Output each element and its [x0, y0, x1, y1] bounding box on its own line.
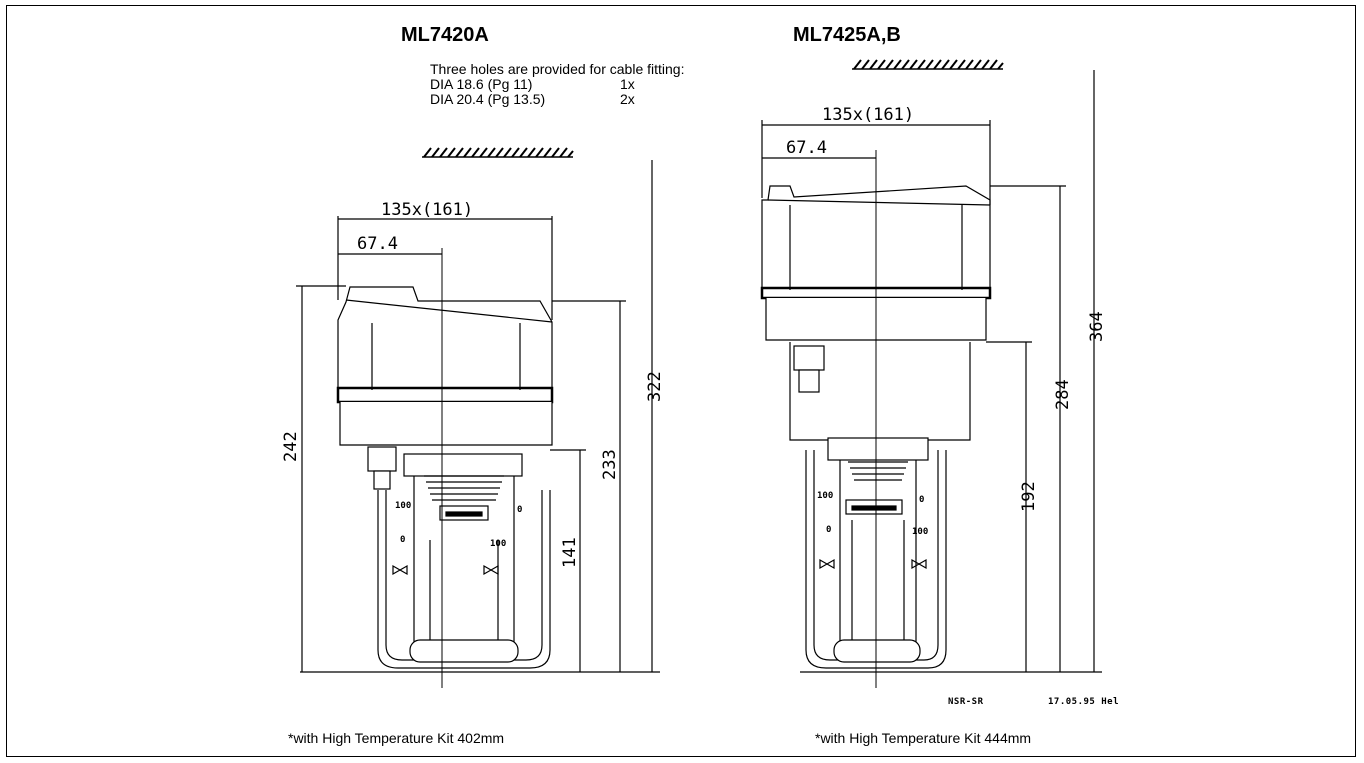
- scale-label: 0: [826, 525, 831, 535]
- right-half-width-label: 67.4: [786, 138, 827, 158]
- scale-label: 100: [817, 491, 833, 501]
- left-height-dimensions: [296, 160, 653, 672]
- scale-label: 0: [919, 495, 924, 505]
- valve-symbol-icon: [392, 564, 499, 576]
- left-dim-242: 242: [281, 431, 301, 462]
- left-dim-141: 141: [560, 537, 580, 568]
- note-line: DIA 18.6 (Pg 11) 1x: [430, 77, 750, 92]
- drawing-date: 17.05.95 Hel: [1048, 697, 1120, 707]
- note-line-text: DIA 18.6 (Pg 11): [430, 76, 533, 92]
- right-width-dimension: [761, 120, 991, 205]
- scale-label: 100: [490, 539, 506, 549]
- right-ceiling-hatch: [852, 59, 1004, 70]
- right-actuator-drawing: 100 0 0 100 135x(161) 67.4 364 284 192: [760, 59, 1107, 688]
- note-line: DIA 20.4 (Pg 13.5) 2x: [430, 92, 750, 107]
- left-housing: [336, 286, 554, 446]
- note-line-qty: 2x: [620, 91, 635, 107]
- note-line-text: Three holes are provided for cable fitti…: [430, 61, 685, 77]
- left-ceiling-hatch: [422, 147, 574, 158]
- right-dim-192: 192: [1019, 481, 1039, 512]
- right-cable-gland: [793, 345, 825, 371]
- drawing-code: NSR-SR: [948, 697, 984, 707]
- right-height-dimensions: [986, 70, 1095, 672]
- left-model-title: ML7420A: [401, 24, 489, 46]
- drawing-frame: [6, 5, 1356, 757]
- left-width-label: 135x(161): [381, 200, 473, 220]
- left-stroke-scale: 100 0 0 100: [395, 501, 522, 549]
- right-stroke-scale: 100 0 0 100: [817, 491, 928, 537]
- note-line-text: DIA 20.4 (Pg 13.5): [430, 91, 546, 107]
- left-cable-gland: [367, 446, 397, 472]
- left-actuator-drawing: 100 0 0 100 135x(161) 67.4 242: [281, 147, 665, 688]
- note-line-qty: 1x: [620, 76, 635, 92]
- right-model-title: ML7425A,B: [793, 24, 901, 46]
- scale-label: 100: [912, 527, 928, 537]
- right-yoke: [805, 437, 947, 669]
- note-line: Three holes are provided for cable fitti…: [430, 62, 750, 77]
- scale-label: 0: [517, 505, 522, 515]
- right-footnote: *with High Temperature Kit 444mm: [815, 730, 1032, 746]
- right-dim-284: 284: [1053, 379, 1073, 410]
- left-footnote: *with High Temperature Kit 402mm: [288, 730, 505, 746]
- valve-symbol-icon: [819, 558, 927, 570]
- cable-fitting-note: Three holes are provided for cable fitti…: [430, 62, 750, 110]
- left-half-width-label: 67.4: [357, 234, 398, 254]
- left-dim-233: 233: [600, 449, 620, 480]
- left-yoke: [377, 453, 551, 669]
- right-dim-364: 364: [1087, 311, 1107, 342]
- right-width-label: 135x(161): [822, 105, 914, 125]
- left-dim-322: 322: [645, 371, 665, 402]
- scale-label: 0: [400, 535, 405, 545]
- scale-label: 100: [395, 501, 411, 511]
